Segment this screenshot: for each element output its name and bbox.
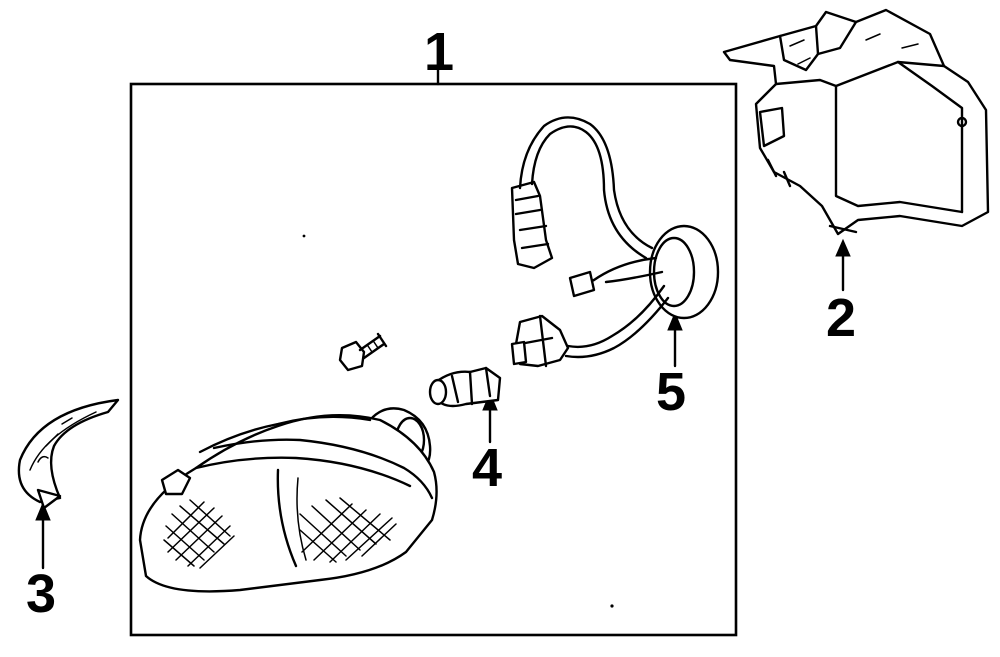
screw-part (338, 332, 388, 372)
callout-5: 5 (656, 362, 686, 422)
trim-strip-part (17, 398, 120, 510)
leader-arrow-2 (835, 238, 851, 292)
callout-4: 4 (472, 438, 502, 498)
assembly-frame (129, 68, 738, 637)
lamp-housing-part (138, 407, 438, 593)
bulb-part (428, 366, 502, 408)
bracket-part (722, 8, 990, 236)
lens-crosshatch-left (163, 499, 235, 569)
leader-arrow-5 (667, 311, 683, 368)
socket-harness-part (510, 116, 720, 368)
callout-3: 3 (26, 564, 56, 624)
callout-2: 2 (826, 288, 856, 348)
scan-dot (610, 604, 614, 608)
scan-dot (302, 234, 306, 238)
callout-1: 1 (424, 22, 454, 82)
lens-crosshatch-right (299, 497, 397, 563)
leader-arrow-3 (35, 501, 51, 570)
